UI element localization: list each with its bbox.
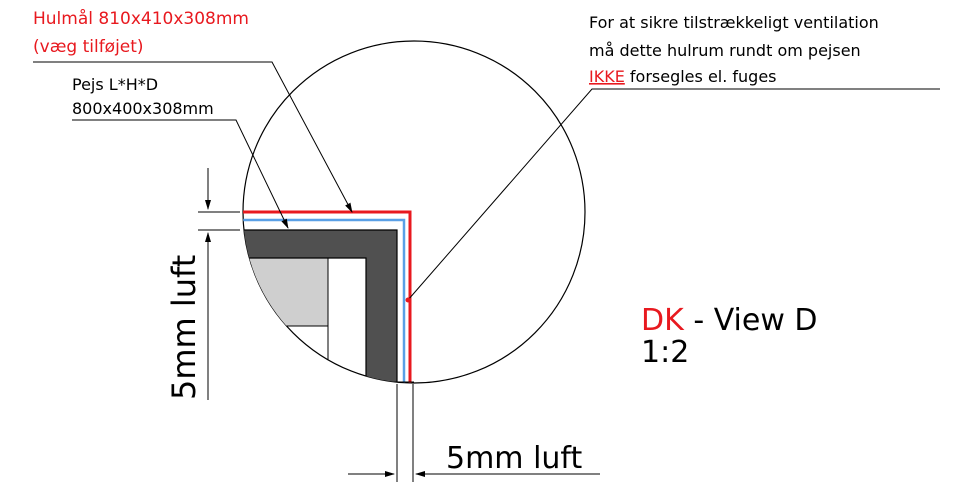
note-leader — [407, 88, 940, 301]
hole-outline — [243, 210, 412, 383]
hole-leader — [33, 61, 353, 213]
note-line2: må dette hulrum rundt om pejsen — [589, 41, 861, 60]
view-separator: - — [684, 303, 714, 338]
view-country: DK — [641, 303, 685, 338]
inner-diagonal-line — [269, 325, 323, 373]
horizontal-dimension — [348, 384, 600, 482]
note-leader-dot — [405, 297, 411, 303]
fireplace-callout-line1: Pejs L*H*D — [72, 75, 158, 94]
horizontal-dimension-label: 5mm luft — [446, 441, 582, 476]
vertical-dimension-label: 5mm luft — [165, 255, 203, 400]
fireplace-body — [243, 229, 398, 383]
fireplace-callout-line2: 800x400x308mm — [72, 99, 214, 118]
note-line3-rest: forsegles el. fuges — [625, 67, 777, 86]
view-scale: 1:2 — [641, 335, 689, 370]
inner-fill-region — [245, 257, 329, 327]
note-line3: IKKE forsegles el. fuges — [589, 67, 777, 86]
vertical-dimension — [198, 168, 240, 400]
air-gap-line — [243, 218, 406, 383]
note-line1: For at sikre tilstrækkeligt ventilation — [589, 13, 879, 32]
view-title: DK - View D — [641, 303, 818, 338]
hole-callout-line2: (væg tilføjet) — [33, 37, 144, 57]
fireplace-leader — [72, 119, 289, 229]
view-name: View D — [714, 303, 818, 338]
note-emphasis: IKKE — [589, 67, 625, 86]
hole-callout-line1: Hulmål 810x410x308mm — [33, 8, 249, 29]
